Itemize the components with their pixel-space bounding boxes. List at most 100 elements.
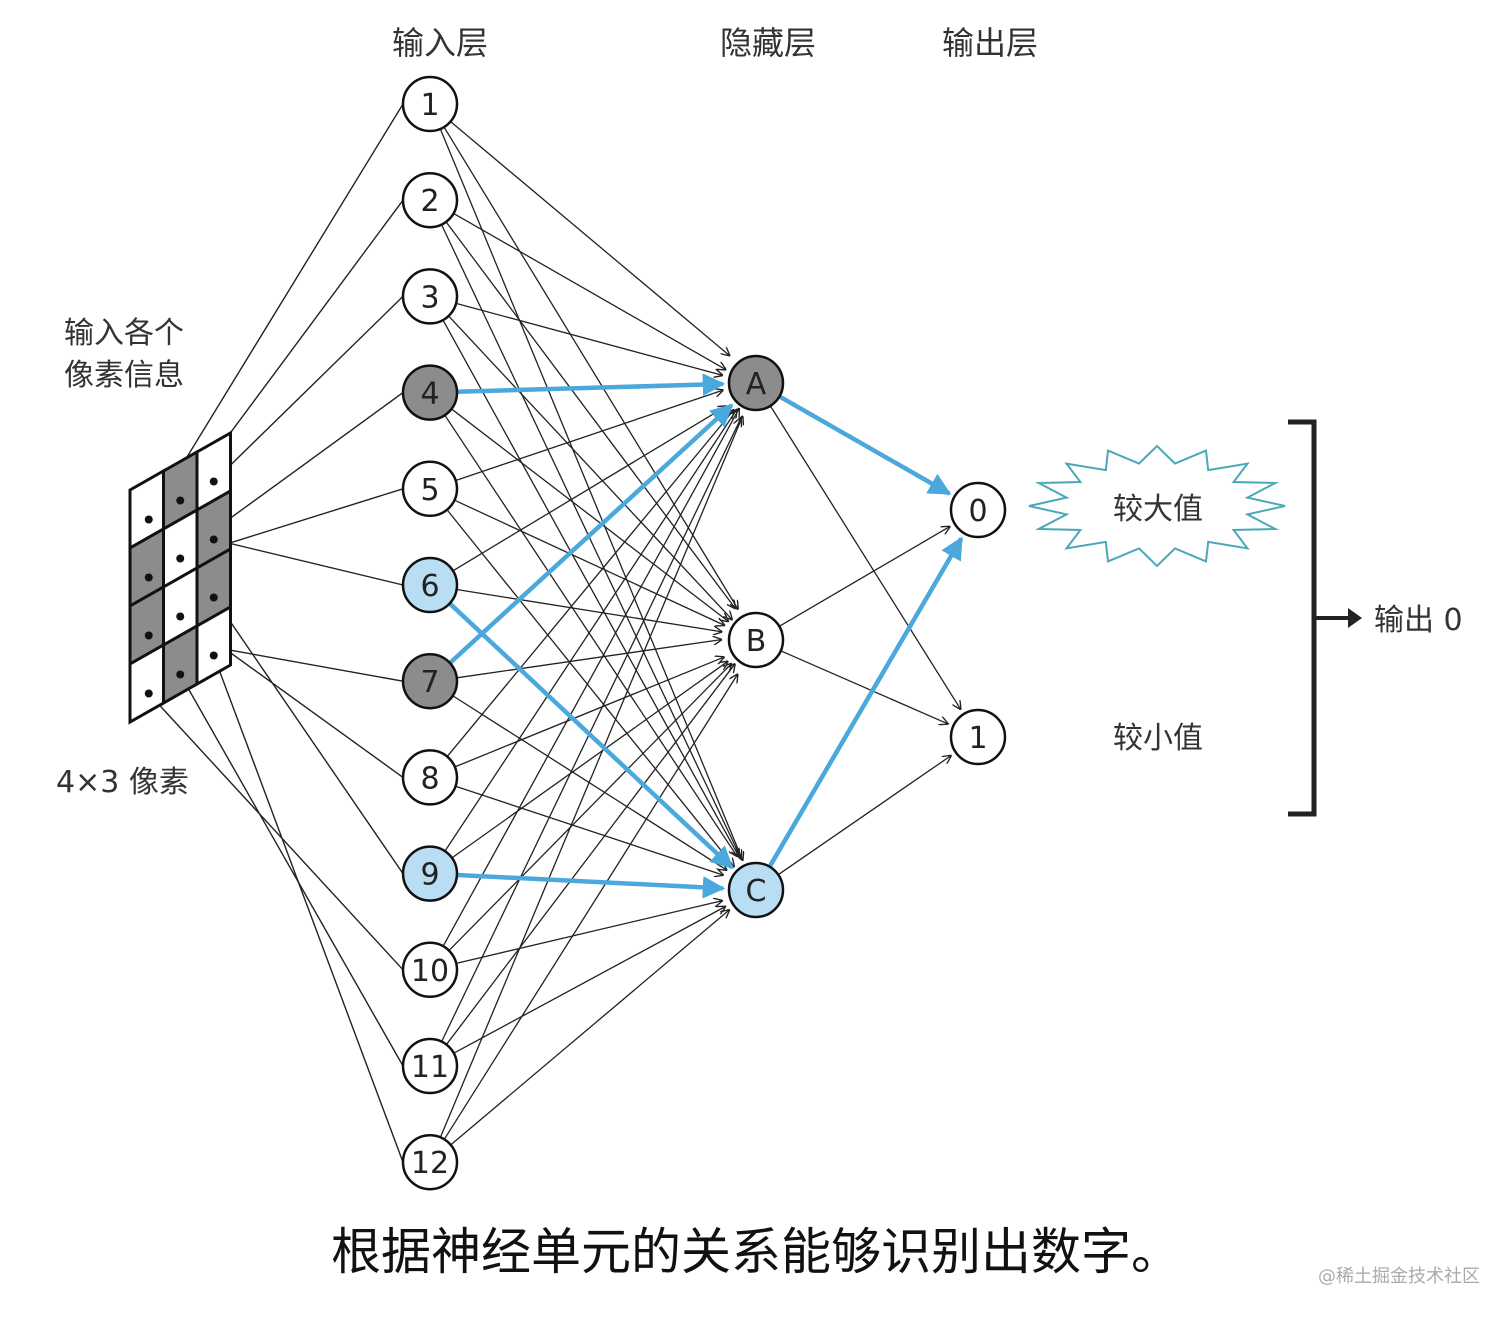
input-hidden-connection [451, 662, 728, 859]
small-value-label: 较小值 [1113, 721, 1203, 756]
input-hidden-connection [448, 315, 732, 619]
hidden-node-C-label: C [746, 874, 767, 909]
input-hidden-connection [455, 302, 722, 375]
pixel-info-label-line1: 输入各个 [64, 316, 184, 351]
input-node-10-circle [401, 941, 459, 999]
input-node-8-circle [401, 749, 459, 806]
input-hidden-connection [455, 785, 723, 875]
pixel-dot [176, 670, 185, 679]
highlighted-connection [456, 373, 726, 396]
input-hidden-connection [444, 414, 737, 856]
output-bracket [1288, 419, 1317, 817]
result-label: 输出 0 [1374, 603, 1463, 638]
pixel-dot [176, 554, 185, 563]
input-hidden-connection [453, 907, 725, 1054]
pixel-dot [144, 573, 153, 582]
input-node-8-label: 8 [420, 761, 439, 796]
input-node-9: 9 [401, 845, 459, 902]
input-hidden-connection [443, 126, 738, 609]
input-hidden-connection [451, 408, 729, 621]
input-node-2-label: 2 [420, 184, 439, 219]
input-node-2: 2 [401, 171, 459, 229]
input-hidden-connection [456, 588, 722, 631]
input-node-11-circle [401, 1037, 459, 1095]
input-hidden-connection [445, 664, 734, 1045]
input-hidden-connection [446, 509, 734, 867]
pixel-dot [144, 631, 153, 640]
input-node-5-circle [401, 460, 459, 518]
input-node-6-label: 6 [420, 569, 439, 604]
input-hidden-connection [441, 418, 741, 1042]
pixel-dot [209, 477, 218, 486]
input-node-4: 4 [401, 364, 459, 421]
input-hidden-connection [456, 901, 722, 965]
input-node-9-circle [401, 845, 459, 902]
large-value-burst [1028, 444, 1286, 568]
input-hidden-connection [442, 409, 739, 947]
output-node-0-circle [949, 481, 1007, 539]
highlighted-connection [448, 601, 734, 870]
input-node-11-label: 11 [411, 1050, 449, 1085]
hidden-node-A: A [727, 354, 785, 412]
output-node-0: 0 [949, 481, 1007, 539]
input-node-5-label: 5 [420, 473, 439, 508]
input-hidden-connection [450, 910, 729, 1146]
hidden-output-connection [778, 527, 949, 627]
input-hidden-connection [446, 410, 733, 758]
input-hidden-connection [439, 416, 742, 1138]
input-hidden-connection [454, 657, 724, 768]
input-node-5: 5 [401, 460, 459, 518]
input-node-10: 10 [401, 941, 459, 999]
input-hidden-connection [456, 640, 721, 679]
input-node-2-circle [401, 171, 459, 229]
input-node-4-circle [401, 364, 459, 421]
pixel-input-connection [179, 674, 404, 1067]
input-hidden-connection [450, 121, 730, 356]
hidden-node-B: B [727, 611, 785, 669]
input-node-6-circle [401, 556, 459, 614]
hidden-to-output-lines [769, 405, 960, 876]
input-node-12-label: 12 [411, 1146, 449, 1181]
input-node-7-circle [401, 652, 459, 710]
input-hidden-connection [454, 499, 724, 625]
large-value-label: 较大值 [1113, 492, 1203, 527]
output-node-1-circle [949, 708, 1007, 766]
pixel-input-connection [213, 655, 404, 1163]
hidden-node-C: C [727, 861, 785, 919]
input-node-4-label: 4 [420, 377, 439, 412]
highlighted-connection [448, 403, 734, 665]
hidden-output-connection [780, 650, 948, 724]
pixel-dot [176, 612, 185, 621]
highlighted-connections [448, 373, 964, 899]
input-node-8: 8 [401, 749, 459, 806]
pixel-input-connection [213, 597, 404, 874]
input-node-1: 1 [401, 75, 459, 133]
hidden-node-B-label: B [746, 624, 767, 659]
pixel-input-connection [213, 538, 404, 586]
input-node-3-circle [401, 268, 459, 325]
input-node-9-label: 9 [420, 858, 439, 893]
pixel-dot [209, 593, 218, 602]
input-hidden-connection [443, 674, 737, 1140]
input-hidden-connection [452, 406, 726, 572]
pixel-input-connection [213, 295, 404, 483]
highlighted-connection [767, 536, 964, 868]
pixel-info-label-line2: 像素信息 [64, 358, 184, 393]
hidden-node-B-circle [727, 611, 785, 669]
watermark: @稀土掘金技术社区 [1318, 1266, 1480, 1287]
input-hidden-connection [455, 390, 723, 482]
hidden-output-connection [777, 756, 951, 876]
input-layer-label: 输入层 [392, 24, 488, 62]
input-node-3-label: 3 [420, 280, 439, 315]
input-node-1-circle [401, 75, 459, 133]
input-node-10-label: 10 [411, 954, 449, 989]
pixel-cell [195, 604, 232, 687]
input-node-3: 3 [401, 268, 459, 325]
pixel-dot [144, 689, 153, 698]
hidden-output-connection [769, 405, 960, 709]
highlighted-connection [456, 872, 726, 899]
hidden-node-A-label: A [746, 367, 767, 402]
output-node-0-label: 0 [968, 494, 987, 529]
pixel-dot [176, 496, 185, 505]
